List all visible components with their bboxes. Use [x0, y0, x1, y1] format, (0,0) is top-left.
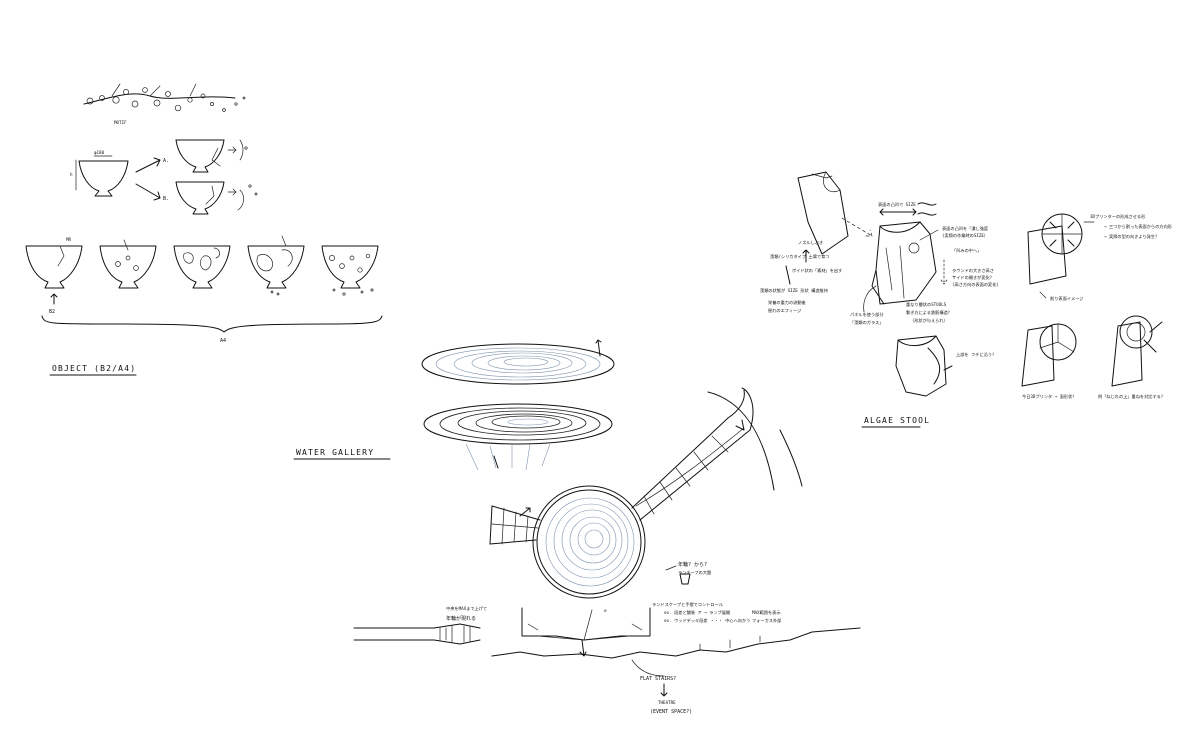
variant-a-bowl — [175, 139, 248, 173]
section-left: 中央をMAXまで上げて 年輪が現れる — [353, 605, 487, 645]
cap-dashed-arrow — [841, 217, 873, 237]
note-right-1: ランドスケープと手摺でコントロール — [652, 601, 723, 608]
tree-ring-note: 年輪? から? ランチーフの大盤 — [665, 561, 712, 585]
svg-text:MR: MR — [66, 237, 72, 242]
algae-note-mid-6: 重なり層状のSTOOLS — [906, 301, 947, 308]
b2-label: B2 — [49, 309, 55, 315]
theatre-note: FLAT STAIRS? THEATRE (EVENT SPACE?) — [631, 659, 692, 715]
series-brace — [41, 315, 383, 333]
ring-plate-lower — [423, 403, 613, 471]
algae-note-left-6: 揺れのエフィージ — [768, 307, 801, 314]
algae-note-left-3: ボイド状の「素材」を出す — [792, 267, 842, 274]
algae-note-right-1: 3Dプリンターの形成させる形 — [1090, 213, 1146, 220]
motif-label: MOTIF — [114, 120, 127, 125]
ring-plate-upper — [421, 339, 615, 385]
algae-note-mid-2: (実際の作業時のSIZE） — [942, 232, 988, 239]
note-theatre-1: THEATRE — [658, 700, 676, 705]
bowl-1: MR — [25, 237, 83, 289]
note-flat: FLAT STAIRS? — [640, 676, 676, 682]
algae-note-right-4: 削り表面イメージ — [1050, 295, 1083, 302]
source-bowl: φ180 h — [70, 150, 129, 197]
section-notes: ランドスケープと手摺でコントロール ex. 段差と舗装 ア → ランプ展開 ex… — [652, 601, 781, 624]
bowl-4 — [247, 235, 305, 296]
algae-notes-left: ノズルしぶき 藻類/シリカタイプ 土壌で育つ ボイド状の「素材」を出す 藻類の状… — [760, 239, 842, 314]
algae-note-mid-4: パネルを使う部分 — [850, 311, 884, 318]
algae-note-top: 表面の凸凹で SIZE — [878, 201, 916, 208]
object-section: MOTIF φ180 h A. B. — [25, 83, 383, 376]
note-right-4: MAX範囲を表示 — [752, 609, 781, 616]
bowl-series: MR — [25, 235, 379, 296]
svg-text:∅: ∅ — [604, 608, 607, 613]
algae-note-left-1: ノズルしぶき — [798, 239, 823, 246]
algae-caption-1: 今日3Dプリンタ → 面形状？ — [1022, 393, 1076, 400]
note-rings: 年輪? から? — [678, 561, 707, 568]
note-right-5: フォーカス外部 — [752, 617, 781, 624]
bowl-2 — [99, 239, 157, 289]
algae-note-left-2: 藻類/シリカタイプ 土壌で育つ — [770, 253, 829, 260]
object-heading: OBJECT (B2/A4) — [52, 364, 136, 373]
algae-note-mid-1: 表面の凸凹を「潰し強度 — [942, 225, 989, 232]
algae-caption-2: 例「ねじれの上」重ねを対比する？ — [1098, 393, 1165, 400]
algae-note-left-4: 藻類の状態が SIZE 形状 構造維持 — [760, 287, 828, 294]
note-section-left-2: 年輪が現れる — [446, 615, 476, 622]
section-main: ∅ — [491, 607, 861, 659]
branch-a-label: A. — [163, 158, 169, 164]
algae-note-mid-8: （形状が与えられ） — [910, 317, 948, 324]
bowl-5 — [321, 245, 379, 296]
variant-b-bowl — [175, 181, 258, 215]
algae-note-right-2: → 三つから割った表面からの方向形 — [1104, 223, 1173, 230]
b2-arrow — [50, 293, 58, 305]
motif-sketch: MOTIF — [83, 83, 246, 125]
algae-note-mid-3: 「凹みの中へ」 — [952, 247, 981, 254]
svg-text:h: h — [70, 172, 73, 177]
lower-stool: 上部を フチに沿う？ — [895, 335, 996, 397]
svg-text:(高さ方向の表面の変化): (高さ方向の表面の変化) — [952, 281, 999, 288]
algae-note-left-5: 栄養の重力の流動後 — [768, 299, 807, 306]
algae-heading: ALGAE STOOL — [864, 416, 930, 425]
algae-stool-section: 表面の凸凹で SIZE ノズルしぶき 藻類/シリカタイプ 土壌で育つ ボイド状の… — [760, 171, 1173, 428]
note-right-2: ex. 段差と舗装 ア → ランプ展開 — [664, 609, 730, 616]
bowl-3 — [173, 245, 231, 289]
note-rings-2: ランチーフの大盤 — [678, 569, 712, 576]
plan-view — [489, 387, 803, 599]
arrow-to-b — [135, 183, 161, 201]
algae-3d-study: 3Dプリンターの形成させる形 → 三つから割った表面からの方向形 → 実際の型の… — [1027, 213, 1173, 302]
water-heading: WATER GALLERY — [296, 448, 374, 457]
algae-study-a: 今日3Dプリンタ → 面形状？ — [1021, 323, 1077, 400]
note-right-3: ex. ウッドデッキ段差 ・・・ 中心へ向かう — [664, 617, 750, 624]
algae-note-mid-5: 「藻類のガラス」 — [850, 319, 883, 326]
a4-label: A4 — [220, 338, 226, 344]
note-theatre-2: (EVENT SPACE?) — [650, 709, 692, 715]
svg-text:ラウンドの大きさ高さ: ラウンドの大きさ高さ — [952, 267, 994, 274]
algae-study-b: 例「ねじれの上」重ねを対比する？ — [1098, 315, 1165, 400]
central-stool: 表面の凸凹で SIZE — [871, 201, 937, 305]
water-gallery-section: WATER GALLERY — [293, 339, 861, 715]
algae-note-right-3: → 実際の型の向きより発生？ — [1104, 233, 1159, 240]
branch-b-label: B. — [163, 196, 169, 202]
algae-note-mid-7: 繋ぎ方による鉄筋構造？ — [906, 309, 952, 316]
arrow-to-a — [135, 157, 161, 173]
algae-note-bottom: 上部を フチに沿う？ — [956, 351, 996, 358]
algae-notes-mid: 表面の凸凹を「潰し強度 (実際の作業時のSIZE） 「凹みの中へ」 ラウンドの大… — [850, 225, 999, 326]
svg-text:φ180: φ180 — [94, 150, 105, 155]
cap-block — [797, 171, 849, 255]
svg-text:サイドの開きが変化？: サイドの開きが変化？ — [952, 274, 994, 281]
note-section-left-1: 中央をMAXまで上げて — [446, 605, 487, 612]
